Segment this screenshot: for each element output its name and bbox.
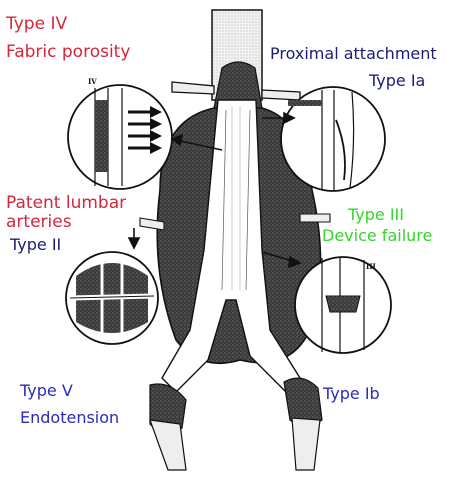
proximal-leak-region bbox=[213, 61, 263, 109]
left-iliac-artery bbox=[149, 419, 187, 471]
inset-label-iv: IV bbox=[88, 77, 97, 86]
inset-label-iii: III bbox=[366, 262, 376, 271]
inset-type-ii bbox=[65, 251, 159, 345]
type-iii-label: Type III bbox=[348, 205, 404, 224]
type-ia-label: Type Ia bbox=[369, 71, 426, 90]
arteries-label: arteries bbox=[6, 212, 72, 232]
lumbar-artery bbox=[139, 217, 165, 231]
left-renal-artery bbox=[171, 81, 215, 95]
inset-type-ia bbox=[280, 86, 386, 192]
endotension-label: Endotension bbox=[20, 408, 120, 427]
proximal-attachment-label: Proximal attachment bbox=[270, 44, 437, 63]
type-v-label: Type V bbox=[20, 381, 73, 400]
right-iliac-artery bbox=[291, 417, 321, 471]
inset-type-iii bbox=[294, 256, 392, 354]
right-renal-artery bbox=[261, 89, 301, 101]
stent-graft-body bbox=[161, 99, 301, 393]
type-ii-label: Type II bbox=[10, 235, 62, 254]
patent-lumbar-label: Patent lumbar bbox=[6, 193, 127, 213]
fabric-porosity-label: Fabric porosity bbox=[6, 42, 131, 62]
type-iv-label: Type IV bbox=[6, 14, 68, 34]
inset-type-iv bbox=[67, 84, 173, 190]
type-ib-label: Type Ib bbox=[323, 384, 380, 403]
device-failure-label: Device failure bbox=[322, 226, 433, 245]
pointer-arrows bbox=[127, 111, 302, 269]
